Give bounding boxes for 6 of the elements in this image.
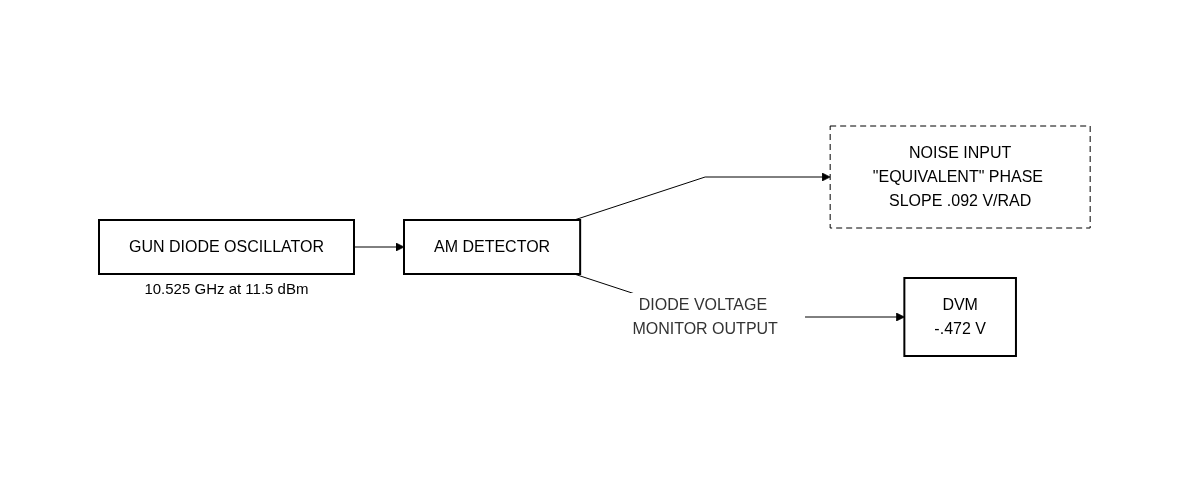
node-box: GUN DIODE OSCILLATOR — [97, 218, 355, 275]
node-caption: 10.525 GHz at 11.5 dBm — [143, 279, 310, 297]
node-box: DVM -.472 V — [903, 276, 1017, 357]
node-box: AM DETECTOR — [402, 218, 582, 275]
edge-label: DIODE VOLTAGE MONITOR OUTPUT — [632, 295, 778, 337]
node-box: NOISE INPUT "EQUIVALENT" PHASE SLOPE .092 V/RAD — [829, 125, 1091, 228]
